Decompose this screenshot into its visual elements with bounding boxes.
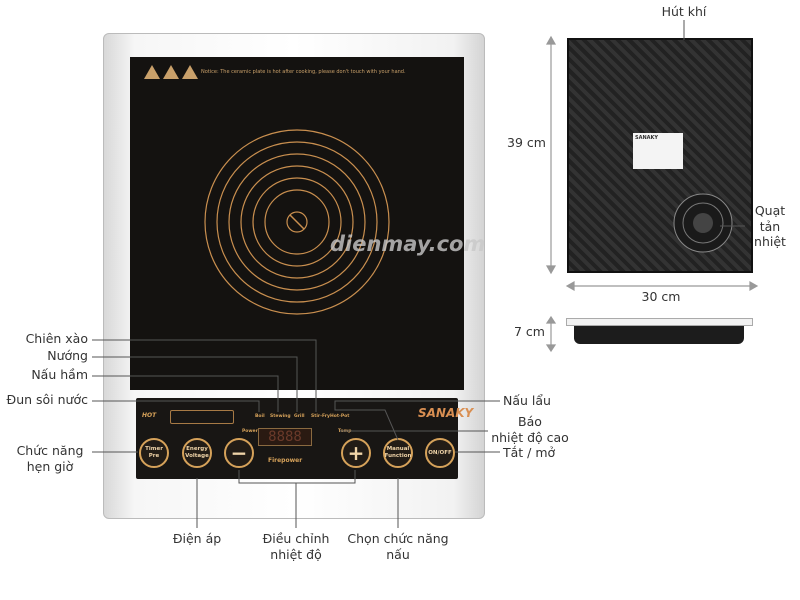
dimension-width: 30 cm xyxy=(641,289,681,304)
label-stew: Nấu hầm xyxy=(31,367,88,382)
label-on-off: Tắt / mở xyxy=(503,445,556,460)
label-cooling-fan: Quạt tản nhiệt xyxy=(748,203,792,250)
label-timer-line2: hẹn giờ xyxy=(26,458,74,474)
cooling-fan-icon xyxy=(673,193,733,253)
label-timer-line1: Chức năng xyxy=(16,443,84,458)
side-base xyxy=(574,326,744,344)
label-temp-adjust-line1: Điều chỉnh xyxy=(262,531,330,546)
mode-boil: Boil xyxy=(255,414,265,419)
dimension-depth: 7 cm xyxy=(514,324,545,339)
warning-icon xyxy=(163,65,179,79)
brand-logo: SANAKY xyxy=(418,406,474,420)
label-hot-pot: Nấu lẩu xyxy=(503,393,551,408)
label-cook-function: Chọn chức năng nấu xyxy=(343,531,453,562)
mode-stewing: Stewing xyxy=(270,414,291,419)
label-grill: Nướng xyxy=(47,348,88,363)
dimension-height: 39 cm xyxy=(507,135,546,150)
minus-button[interactable]: − xyxy=(224,438,254,468)
label-fan-line3: nhiệt xyxy=(754,234,786,249)
label-timer: Chức năng hẹn giờ xyxy=(10,443,90,474)
label-voltage: Điện áp xyxy=(172,531,222,546)
mode-stir-fry: Stir-Fry xyxy=(311,414,330,419)
plus-button[interactable]: + xyxy=(341,438,371,468)
watermark: dienmay.com xyxy=(330,232,486,256)
product-sticker: SANAKY xyxy=(633,133,683,169)
warning-label xyxy=(170,410,234,424)
on-off-button[interactable]: ON/OFF xyxy=(425,438,455,468)
mode-hot-pot: Hot-Pot xyxy=(330,414,350,419)
label-boil: Đun sôi nước xyxy=(6,392,88,407)
label-high-temp: Báo nhiệt độ cao xyxy=(488,414,572,445)
label-temp-adjust: Điều chỉnh nhiệt độ xyxy=(251,531,341,562)
firepower-label: Firepower xyxy=(268,457,303,464)
label-air-intake: Hút khí xyxy=(661,4,707,19)
label-high-temp-line1: Báo xyxy=(518,414,542,429)
label-temp-adjust-line2: nhiệt độ xyxy=(270,546,322,562)
label-cook-function-line1: Chọn chức năng xyxy=(347,531,449,546)
notice-text: Notice: The ceramic plate is hot after c… xyxy=(201,69,406,75)
sticker-brand: SANAKY xyxy=(635,135,659,141)
label-high-temp-line2: nhiệt độ cao xyxy=(491,429,569,445)
energy-voltage-button[interactable]: Energy Voltage xyxy=(182,438,212,468)
label-fan-line1: Quạt xyxy=(754,203,786,218)
label-stir-fry: Chiên xào xyxy=(25,331,88,346)
timer-button[interactable]: Timer Pre xyxy=(139,438,169,468)
no-touch-icon xyxy=(289,214,305,230)
label-cook-function-line2: nấu xyxy=(386,546,410,562)
led-display: 8888 xyxy=(258,428,312,446)
hot-indicator: HOT xyxy=(142,412,157,419)
side-view-image xyxy=(566,318,753,348)
side-top xyxy=(566,318,753,326)
heating-coil-rings xyxy=(204,129,390,315)
mode-grill: Grill xyxy=(294,414,305,419)
ceramic-glass-plate: Notice: The ceramic plate is hot after c… xyxy=(130,57,464,390)
warning-icon xyxy=(144,65,160,79)
power-indicator: Power xyxy=(242,429,258,434)
warning-icon xyxy=(182,65,198,79)
notice-bar: Notice: The ceramic plate is hot after c… xyxy=(144,65,406,79)
bottom-view-image: SANAKY xyxy=(567,38,753,273)
label-fan-line2: tản xyxy=(759,218,781,234)
